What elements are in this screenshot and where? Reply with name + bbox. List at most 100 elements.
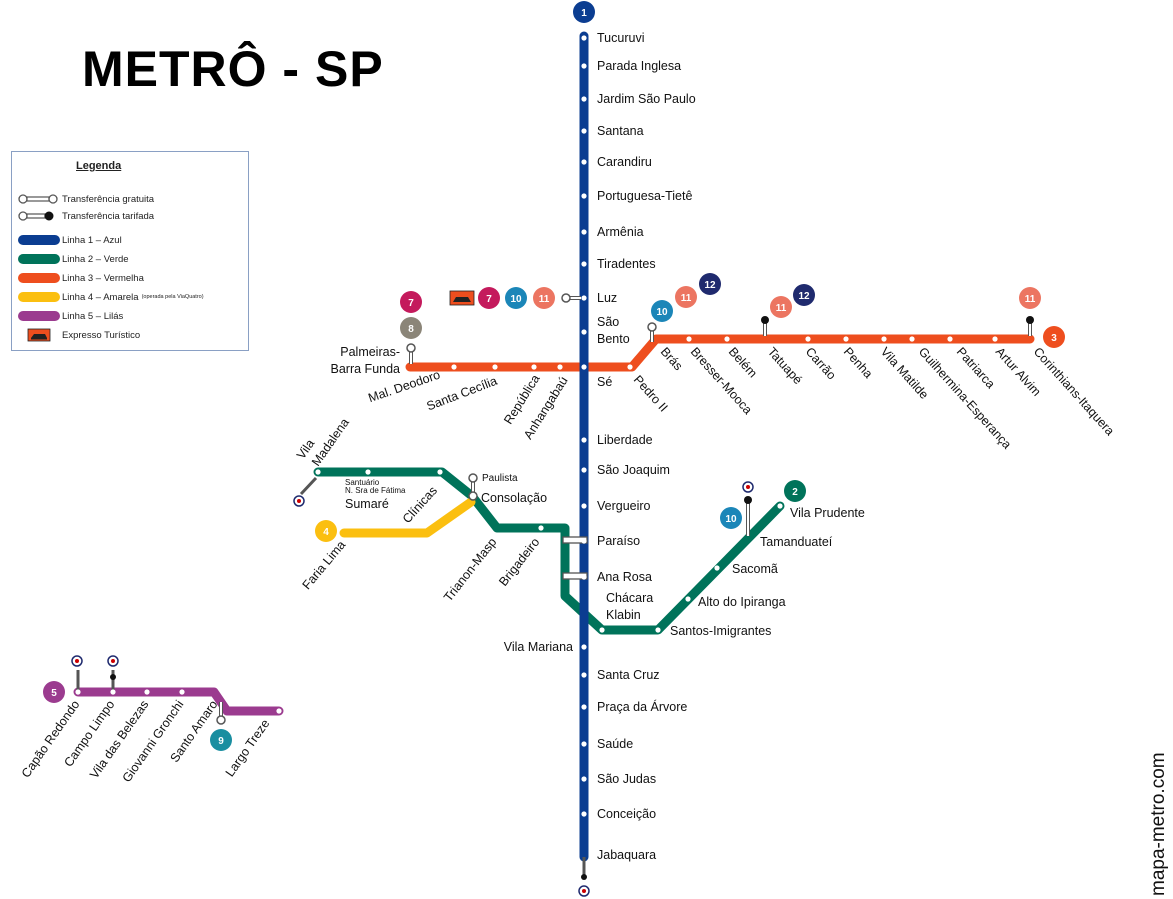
station-clinicas[interactable]: Clínicas	[400, 484, 440, 526]
line3-labels: Palmeiras- Barra Funda Mal. Deodoro Sant…	[331, 345, 1117, 452]
station-sao-bento-2[interactable]: Bento	[597, 332, 630, 346]
station-chacara-klabin-2[interactable]: Klabin	[606, 608, 641, 622]
station-largo-treze[interactable]: Largo Treze	[223, 717, 273, 780]
station-tiradentes[interactable]: Tiradentes	[597, 257, 656, 271]
station-dot	[581, 128, 587, 134]
svg-text:10: 10	[510, 294, 522, 305]
cptm10-badge-tamanduatei: 10	[720, 507, 742, 529]
legend-box: Legenda Transferência gratuita Transferê…	[11, 151, 249, 351]
station-paulista[interactable]: Paulista	[482, 473, 518, 484]
station-sacoma[interactable]: Sacomã	[732, 562, 778, 576]
station-sumare-note-1: Santuário	[345, 478, 380, 487]
svg-text:10: 10	[725, 514, 737, 525]
legend-free-transfer-label: Transferência gratuita	[62, 193, 155, 205]
transfer-paraiso	[562, 536, 588, 544]
station-sao-joaquim[interactable]: São Joaquim	[597, 463, 670, 477]
transfer-tamanduatei	[742, 481, 754, 536]
station-palmeiras-1[interactable]: Palmeiras-	[340, 345, 400, 359]
station-dot	[947, 336, 953, 342]
station-trianon-masp[interactable]: Trianon-Masp	[441, 535, 499, 604]
station-portuguesa-tiete[interactable]: Portuguesa-Tietê	[597, 189, 692, 203]
station-vila-madalena-2[interactable]: Madalena	[309, 416, 352, 469]
station-dot	[110, 689, 116, 695]
legend-expresso: Expresso Turístico	[18, 328, 140, 342]
station-dot	[992, 336, 998, 342]
station-vila-prudente[interactable]: Vila Prudente	[790, 506, 865, 520]
station-palmeiras-2[interactable]: Barra Funda	[331, 362, 401, 376]
station-dot	[179, 689, 185, 695]
station-conceicao[interactable]: Conceição	[597, 807, 656, 821]
station-penha[interactable]: Penha	[841, 345, 876, 381]
svg-text:10: 10	[656, 307, 668, 318]
station-santa-cruz[interactable]: Santa Cruz	[597, 668, 660, 682]
legend-paid-transfer: Transferência tarifada	[18, 209, 154, 223]
station-dots	[75, 35, 998, 817]
station-brigadeiro[interactable]: Brigadeiro	[496, 535, 542, 589]
station-carrao[interactable]: Carrão	[803, 345, 839, 383]
station-dot	[581, 261, 587, 267]
station-carandiru[interactable]: Carandiru	[597, 155, 652, 169]
station-dot	[581, 811, 587, 817]
station-ana-rosa[interactable]: Ana Rosa	[597, 570, 652, 584]
station-sao-judas[interactable]: São Judas	[597, 772, 656, 786]
station-jardim-sao-paulo[interactable]: Jardim São Paulo	[597, 92, 696, 106]
station-tucuruvi[interactable]: Tucuruvi	[597, 31, 644, 45]
svg-text:9: 9	[218, 736, 224, 747]
station-santana[interactable]: Santana	[597, 124, 644, 138]
station-consolacao[interactable]: Consolação	[481, 491, 547, 505]
line2-track	[313, 467, 785, 635]
station-sumare-note-2: N. Sra de Fátima	[345, 486, 406, 495]
paid-transfer-icon	[18, 211, 54, 221]
station-corinthians-itaquera[interactable]: Corinthians-Itaquera	[1031, 345, 1117, 439]
station-dot	[437, 469, 443, 475]
line4-badge: 4	[315, 520, 337, 542]
cptm10-badge-bras: 10	[651, 300, 673, 322]
station-giovanni-gronchi[interactable]: Giovanni Gronchi	[120, 698, 187, 785]
svg-text:11: 11	[1025, 294, 1036, 305]
station-dot	[686, 336, 692, 342]
cptm11-badge-tatuape: 11	[770, 296, 792, 318]
transfer-santoamaro	[216, 702, 226, 725]
station-jabaquara[interactable]: Jabaquara	[597, 848, 656, 862]
station-dot	[581, 329, 587, 335]
station-vila-mariana[interactable]: Vila Mariana	[504, 640, 573, 654]
svg-text:11: 11	[539, 294, 550, 305]
station-dot	[581, 35, 587, 41]
station-luz[interactable]: Luz	[597, 291, 617, 305]
station-dot	[581, 538, 587, 544]
station-praca-da-arvore[interactable]: Praça da Árvore	[597, 699, 687, 714]
station-sumare[interactable]: Sumaré	[345, 497, 389, 511]
station-dot	[881, 336, 887, 342]
cptm11-badge-luz: 11	[533, 287, 555, 309]
cptm9-badge-santoamaro: 9	[210, 729, 232, 751]
station-tamanduatei[interactable]: Tamanduateí	[760, 535, 833, 549]
terminal-icon-capao	[71, 655, 83, 690]
station-paraiso[interactable]: Paraíso	[597, 534, 640, 548]
svg-text:12: 12	[798, 291, 810, 302]
station-se[interactable]: Sé	[597, 375, 612, 389]
station-saude[interactable]: Saúde	[597, 737, 633, 751]
svg-text:7: 7	[486, 294, 492, 305]
station-alto-do-ipiranga[interactable]: Alto do Ipiranga	[698, 595, 786, 609]
station-pedro-ii[interactable]: Pedro II	[631, 373, 671, 415]
station-tatuape[interactable]: Tatuapé	[765, 345, 805, 387]
station-armenia[interactable]: Armênia	[597, 225, 644, 239]
svg-text:1: 1	[581, 8, 587, 19]
cptm11-badge-itaquera: 11	[1019, 287, 1041, 309]
station-parada-inglesa[interactable]: Parada Inglesa	[597, 59, 681, 73]
svg-text:8: 8	[408, 324, 414, 335]
station-liberdade[interactable]: Liberdade	[597, 433, 653, 447]
station-bras[interactable]: Brás	[658, 345, 686, 373]
station-belem[interactable]: Belém	[726, 345, 760, 381]
station-vergueiro[interactable]: Vergueiro	[597, 499, 651, 513]
transfer-bras	[647, 322, 657, 342]
station-faria-lima[interactable]: Faria Lima	[300, 538, 349, 592]
station-dot	[805, 336, 811, 342]
station-santos-imigrantes[interactable]: Santos-Imigrantes	[670, 624, 771, 638]
station-sao-bento-1[interactable]: São	[597, 315, 619, 329]
svg-text:4: 4	[323, 527, 329, 538]
svg-text:12: 12	[704, 280, 716, 291]
station-chacara-klabin-1[interactable]: Chácara	[606, 591, 653, 605]
map-title: METRÔ - SP	[82, 41, 384, 97]
transfer-luz	[561, 293, 581, 303]
